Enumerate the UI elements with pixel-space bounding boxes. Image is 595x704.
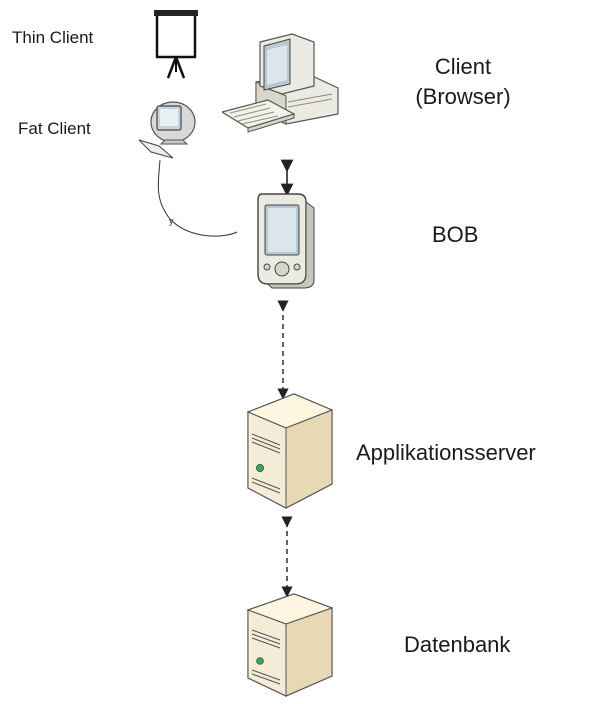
fat-client-cable (157, 159, 238, 237)
cable-label: y (169, 216, 174, 226)
appserver-label: Applikationsserver (356, 440, 536, 465)
datenbank-label: Datenbank (404, 632, 511, 657)
client-label-line2: (Browser) (415, 84, 511, 109)
fat-client-label: Fat Client (18, 119, 91, 138)
server-tower-icon (246, 593, 334, 697)
easel-icon (154, 10, 198, 79)
pda-icon (257, 193, 315, 289)
client-label-line1: Client (434, 54, 492, 79)
server-tower-icon (246, 393, 334, 509)
thin-client-label: Thin Client (12, 28, 94, 47)
client-browser-label: Client (Browser) (401, 52, 525, 112)
bob-label: BOB (432, 222, 479, 247)
desktop-computer-icon (222, 33, 339, 133)
imac-icon (138, 101, 196, 159)
